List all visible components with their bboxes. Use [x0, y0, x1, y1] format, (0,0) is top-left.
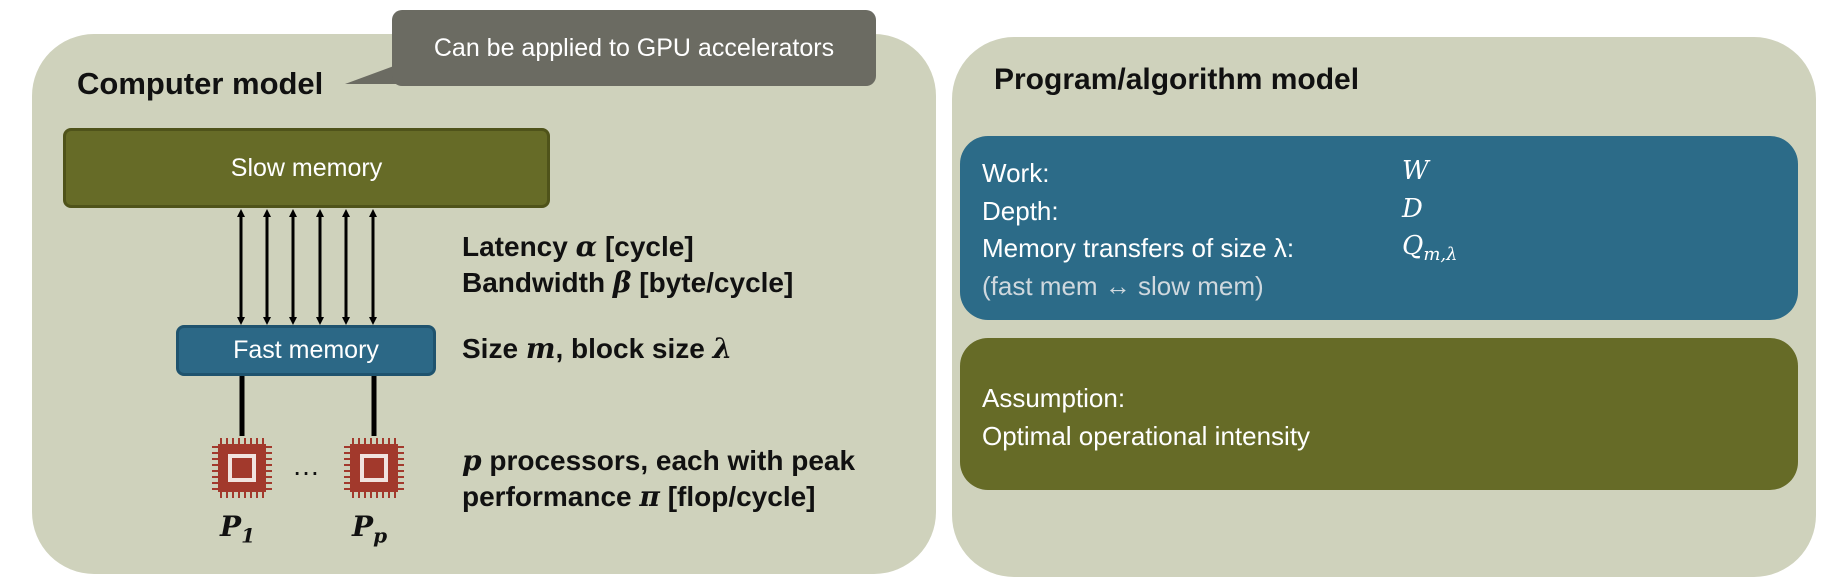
chip-pin: [370, 438, 372, 444]
transfers-note: (fast mem ↔ slow mem): [982, 271, 1264, 301]
chip-pin: [232, 492, 234, 498]
chip-pin: [212, 464, 218, 466]
chip-pin: [262, 492, 264, 498]
chip-pin: [266, 464, 272, 466]
memory-arrows: [237, 209, 377, 325]
chip-pin: [244, 438, 246, 444]
computer-model-panel: [32, 34, 936, 574]
chip-pin: [398, 458, 404, 460]
chip-pin: [212, 458, 218, 460]
chip-pin: [388, 492, 390, 498]
chip-pin: [250, 492, 252, 498]
chip-pin: [344, 482, 350, 484]
chip-pin: [364, 438, 366, 444]
chip-pin: [212, 476, 218, 478]
chip-pin: [238, 492, 240, 498]
chip-pin: [344, 470, 350, 472]
assumption-label: Assumption:: [982, 383, 1126, 413]
depth-value: D: [1402, 194, 1423, 224]
chip-pin: [266, 482, 272, 484]
chip-pin: [212, 446, 218, 448]
chip-pin: [398, 470, 404, 472]
chip-pin: [376, 492, 378, 498]
work-label: Work:: [982, 158, 1050, 188]
chip-pin: [398, 482, 404, 484]
chip-pin: [212, 470, 218, 472]
chip-pin: [266, 446, 272, 448]
chip-pin: [344, 446, 350, 448]
chip-pin: [266, 476, 272, 478]
chip-pin: [398, 476, 404, 478]
chip-pin: [370, 492, 372, 498]
processors-line: p processors, each with peak: [462, 444, 856, 477]
chip-pin: [256, 492, 258, 498]
chip-pin: [226, 492, 228, 498]
assumption-box: [960, 338, 1798, 490]
chip-pin: [352, 438, 354, 444]
chip-pin: [212, 452, 218, 454]
chip-pin: [376, 438, 378, 444]
chip-pin: [382, 438, 384, 444]
chip-pin: [352, 492, 354, 498]
work-value: W: [1402, 156, 1429, 186]
transfers-value: Qm,λ: [1402, 231, 1458, 266]
chip-pin: [398, 464, 404, 466]
chip-pin: [398, 452, 404, 454]
chip-pin: [250, 438, 252, 444]
chip-pin: [394, 438, 396, 444]
bandwidth-line: Bandwidth β [byte/cycle]: [462, 266, 794, 299]
chip-pin: [212, 488, 218, 490]
chip-pin: [358, 492, 360, 498]
computer-model-title: Computer model: [77, 66, 324, 101]
latency-line: Latency α [cycle]: [462, 230, 694, 263]
slow-memory-box: Slow memory: [63, 128, 550, 208]
assumption-text: Optimal operational intensity: [982, 421, 1311, 451]
depth-label: Depth:: [982, 196, 1059, 226]
chip-pin: [266, 458, 272, 460]
processor-chip-icon: [212, 438, 272, 498]
chip-pin: [220, 438, 222, 444]
fast-memory-box: Fast memory: [176, 325, 436, 376]
chip-pin: [358, 438, 360, 444]
cost-metrics-box: [960, 136, 1798, 320]
transfers-label: Memory transfers of size λ:: [982, 233, 1295, 263]
chip-pin: [344, 476, 350, 478]
chip-pin: [382, 492, 384, 498]
chip-pin: [344, 464, 350, 466]
chip-pin: [394, 492, 396, 498]
processor-chip-icon: [344, 438, 404, 498]
processor-1-label: P1: [220, 510, 255, 548]
memory-size-line: Size m, block size λ: [462, 332, 733, 365]
chip-pin: [398, 488, 404, 490]
chip-pin: [388, 438, 390, 444]
chip-pin: [344, 458, 350, 460]
gpu-callout: Can be applied to GPU accelerators: [392, 10, 876, 86]
chip-pin: [344, 452, 350, 454]
chip-pin: [238, 438, 240, 444]
chip-pin: [364, 492, 366, 498]
processor-ellipsis: …: [292, 450, 320, 481]
program-model-title: Program/algorithm model: [994, 63, 1360, 96]
chip-pin: [262, 438, 264, 444]
chip-pin: [398, 446, 404, 448]
chip-pin: [244, 492, 246, 498]
chip-pin: [232, 438, 234, 444]
chip-pin: [266, 488, 272, 490]
chip-pin: [344, 488, 350, 490]
processor-p-label: Pp: [352, 510, 388, 548]
chip-pin: [226, 438, 228, 444]
chip-pin: [220, 492, 222, 498]
chip-pin: [266, 470, 272, 472]
chip-pin: [266, 452, 272, 454]
performance-line: performance π [flop/cycle]: [462, 480, 816, 513]
chip-pin: [256, 438, 258, 444]
chip-pin: [212, 482, 218, 484]
